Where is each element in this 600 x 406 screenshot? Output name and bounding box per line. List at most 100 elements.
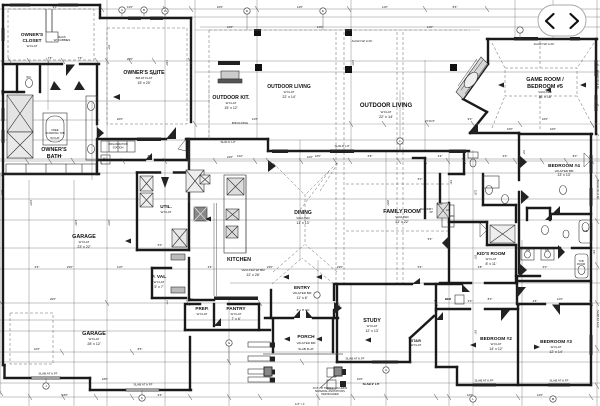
svg-text:BEDROOM #2: BEDROOM #2: [480, 336, 512, 342]
svg-text:J: J: [45, 384, 47, 388]
svg-text:10'6": 10'6": [217, 5, 223, 9]
svg-text:PER BUILDER: PER BUILDER: [321, 392, 338, 396]
svg-text:10'0": 10'0": [29, 200, 33, 206]
svg-text:G: G: [228, 341, 231, 345]
svg-text:20'0": 20'0": [117, 117, 123, 121]
svg-text:12'0": 12'0": [351, 60, 355, 66]
svg-text:LIN: LIN: [545, 248, 549, 252]
svg-text:18'0": 18'0": [62, 393, 68, 397]
svg-text:BIFOLDING: BIFOLDING: [232, 121, 249, 125]
svg-text:22' x 14': 22' x 14': [379, 115, 393, 119]
svg-text:BEDROOM #5: BEDROOM #5: [527, 84, 563, 90]
svg-text:W FLAT: W FLAT: [381, 110, 392, 114]
svg-text:SLAB AT A.FF: SLAB AT A.FF: [133, 383, 152, 387]
svg-text:KID'S ROOM: KID'S ROOM: [477, 251, 506, 257]
svg-text:OUTDOOR LIVING: OUTDOOR LIVING: [267, 84, 311, 90]
svg-text:4'6": 4'6": [533, 299, 538, 303]
svg-text:9'0": 9'0": [107, 45, 111, 49]
svg-text:5'6": 5'6": [449, 180, 453, 184]
svg-text:6'6": 6'6": [35, 265, 40, 269]
svg-text:6'0": 6'0": [58, 154, 63, 158]
svg-text:6'6": 6'6": [474, 330, 478, 334]
svg-text:W FLAT: W FLAT: [491, 342, 502, 346]
svg-text:7'6": 7'6": [188, 297, 193, 301]
svg-text:20'6": 20'6": [386, 200, 390, 206]
svg-text:12'0": 12'0": [127, 5, 133, 9]
svg-text:37'10.5": 37'10.5": [425, 119, 435, 123]
svg-text:9'6": 9'6": [592, 250, 596, 254]
svg-text:OWNER'S: OWNER'S: [41, 147, 67, 153]
svg-text:TUB: TUB: [578, 259, 583, 263]
svg-text:VAULTED: VAULTED: [538, 90, 552, 94]
svg-text:VAULTED: VAULTED: [296, 216, 310, 220]
svg-text:23'0": 23'0": [337, 265, 343, 269]
svg-text:10'0": 10'0": [34, 347, 40, 351]
svg-text:TUB: TUB: [582, 229, 587, 233]
svg-text:4'0": 4'0": [522, 150, 526, 154]
svg-text:PORCH: PORCH: [297, 334, 315, 340]
svg-text:11'6": 11'6": [437, 202, 443, 206]
svg-text:DINING: DINING: [294, 210, 312, 216]
svg-text:9'0": 9'0": [468, 117, 473, 121]
svg-text:SLID-6' LIT: SLID-6' LIT: [220, 140, 235, 144]
svg-text:6'0": 6'0": [503, 154, 508, 158]
svg-text:23'0": 23'0": [267, 265, 273, 269]
svg-text:12'0": 12'0": [557, 297, 563, 301]
svg-text:ROOM: ROOM: [577, 262, 585, 266]
svg-text:15' x 12': 15' x 12': [224, 106, 237, 110]
svg-text:CLOSET: CLOSET: [22, 38, 41, 43]
svg-text:10'0": 10'0": [307, 155, 313, 159]
svg-text:PANTRY: PANTRY: [226, 306, 246, 312]
svg-text:BATH: BATH: [47, 154, 62, 160]
svg-text:W/ CUBBIES: W/ CUBBIES: [54, 38, 71, 42]
svg-text:W FLAT: W FLAT: [486, 257, 497, 261]
svg-text:14'0": 14'0": [317, 25, 323, 29]
svg-text:8'0": 8'0": [488, 297, 493, 301]
svg-text:VAULTED BM: VAULTED BM: [555, 169, 574, 173]
svg-text:STATION: STATION: [113, 146, 124, 150]
svg-text:20'0": 20'0": [50, 297, 56, 301]
svg-text:BEDROOM #3: BEDROOM #3: [540, 339, 572, 345]
svg-text:ENTRY: ENTRY: [294, 285, 311, 291]
svg-text:16'0": 16'0": [542, 117, 548, 121]
svg-text:16' x 16': 16' x 16': [538, 95, 551, 99]
svg-text:W FLAT: W FLAT: [231, 312, 242, 316]
svg-text:SLAB FLAT: SLAB FLAT: [298, 347, 314, 351]
svg-text:7'0": 7'0": [165, 300, 169, 304]
svg-text:23'0": 23'0": [67, 265, 73, 269]
svg-text:BM AT FLAT: BM AT FLAT: [136, 76, 153, 80]
svg-text:SLAB AT A.FF: SLAB AT A.FF: [596, 310, 600, 328]
svg-text:ALIGN W/ A.FF: ALIGN W/ A.FF: [596, 180, 600, 200]
svg-text:BED: BED: [445, 297, 452, 301]
svg-text:14'0": 14'0": [165, 60, 169, 66]
svg-text:W FLAT: W FLAT: [161, 210, 172, 214]
svg-text:H: H: [385, 368, 387, 372]
svg-text:ALIGN W/ A.FF: ALIGN W/ A.FF: [596, 70, 600, 90]
svg-text:B: B: [143, 8, 145, 12]
svg-text:18'0": 18'0": [102, 377, 108, 381]
svg-text:11' x 13': 11' x 13': [297, 221, 310, 225]
svg-text:5'6": 5'6": [418, 265, 423, 269]
svg-text:W.D.: W.D.: [103, 158, 109, 161]
svg-text:11'0": 11'0": [117, 265, 123, 269]
svg-text:UTIL.: UTIL.: [160, 204, 171, 209]
svg-text:23' x 22': 23' x 22': [77, 245, 90, 249]
svg-text:12' x 13': 12' x 13': [365, 329, 378, 333]
svg-text:W FLAT: W FLAT: [367, 324, 378, 328]
svg-text:SLAB 9' LIT: SLAB 9' LIT: [363, 382, 380, 386]
svg-text:FAMILY ROOM: FAMILY ROOM: [383, 209, 421, 215]
svg-text:11'6": 11'6": [474, 190, 478, 196]
svg-text:LIN: LIN: [446, 208, 450, 212]
svg-text:12'6": 12'6": [227, 25, 233, 29]
svg-text:5'0": 5'0": [158, 243, 163, 247]
svg-text:24'6": 24'6": [127, 57, 133, 61]
svg-text:W FLAT: W FLAT: [197, 312, 208, 316]
svg-text:12'6": 12'6": [252, 117, 258, 121]
svg-text:K: K: [141, 396, 143, 400]
svg-text:ORGANIZATION: ORGANIZATION: [108, 142, 128, 146]
svg-text:STUDY: STUDY: [363, 318, 381, 324]
svg-text:W FLAT: W FLAT: [27, 44, 38, 48]
svg-text:SLAB AT A.FF: SLAB AT A.FF: [474, 379, 493, 383]
svg-text:ALIGN W/ A.FF: ALIGN W/ A.FF: [534, 42, 555, 46]
svg-text:14'0": 14'0": [297, 5, 303, 9]
